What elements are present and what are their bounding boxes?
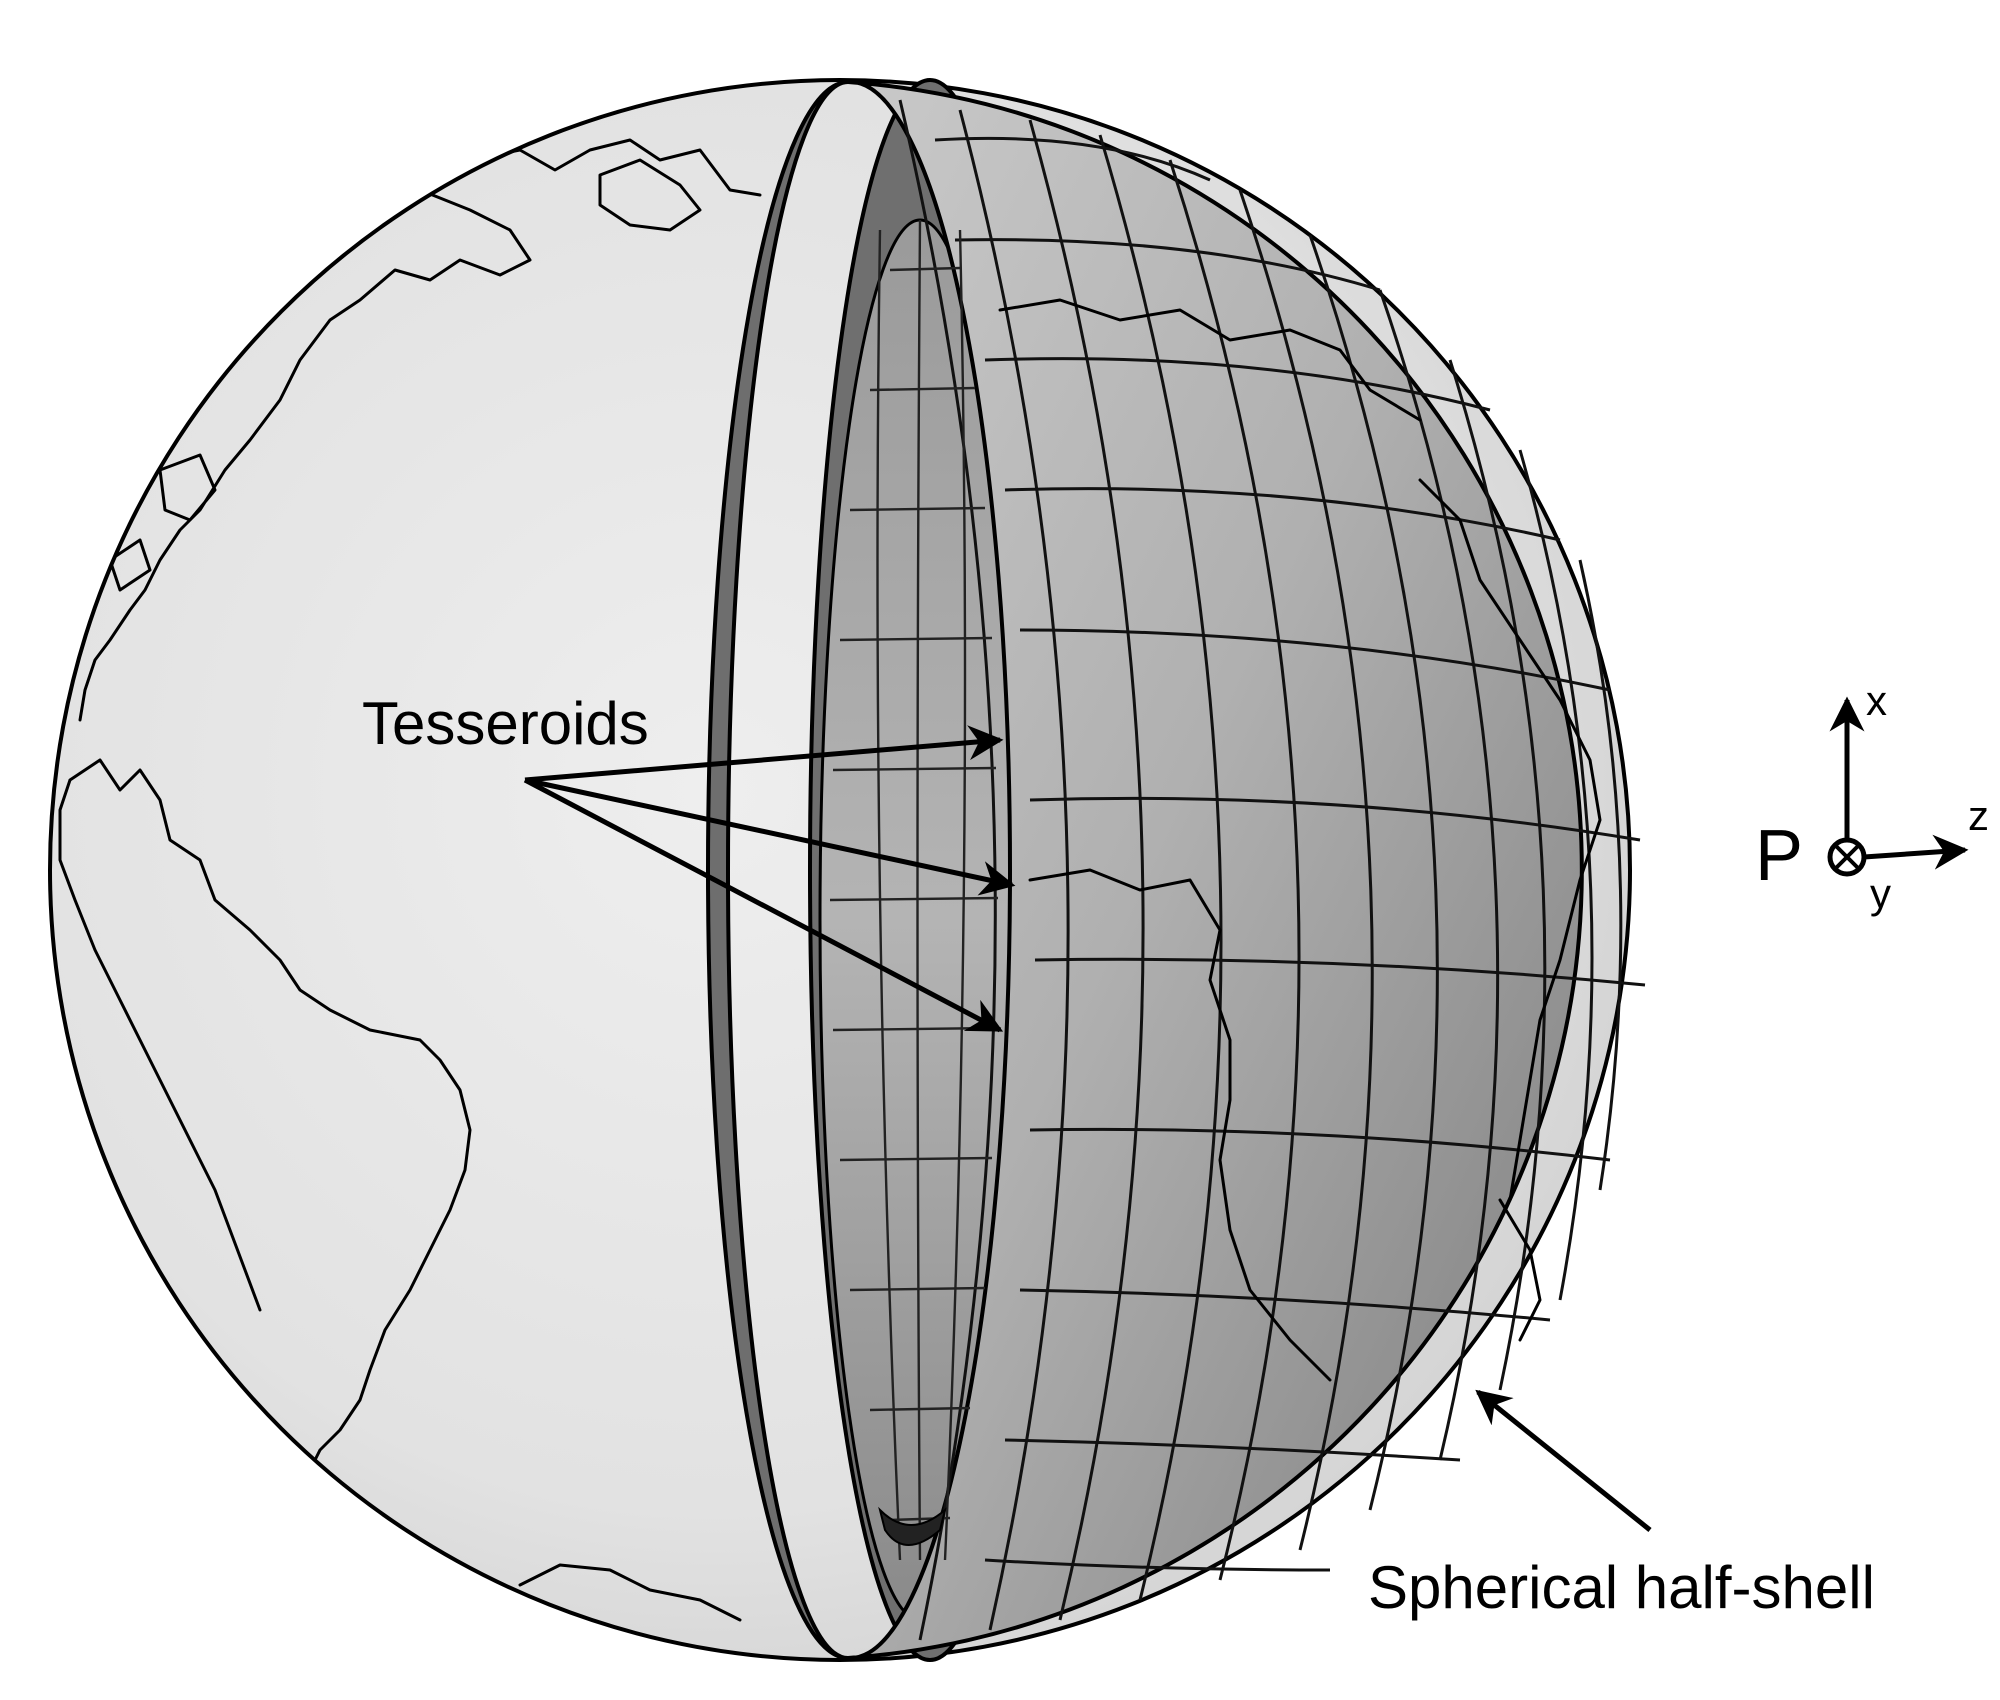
half-shell-outer-face (847, 79, 1584, 1661)
half-shell-arrow (1475, 1389, 1652, 1532)
shell-coastlines (998, 298, 1602, 1382)
coastline-south-america (58, 758, 472, 1522)
tesseroids-label: Tesseroids (362, 690, 649, 757)
tesseroid-grid-latitudes (934, 136, 1646, 1572)
coastline-north-america (78, 138, 762, 722)
half-shell-label: Spherical half-shell (1368, 1554, 1875, 1621)
point-label: P (1755, 816, 1803, 896)
tesseroid-grid-inner (829, 219, 999, 1561)
axis-z-label: z (1968, 792, 1989, 839)
z-axis-arrow (1863, 834, 1969, 870)
axis-x-label: x (1866, 677, 1887, 724)
coastline-greenland-arctic (518, 158, 742, 1622)
axis-y-label: y (1870, 870, 1891, 917)
y-axis-cross-2 (1833, 843, 1861, 871)
coordinate-axes: P x y z (1755, 677, 1989, 917)
tesseroids-arrows (523, 725, 1016, 1033)
